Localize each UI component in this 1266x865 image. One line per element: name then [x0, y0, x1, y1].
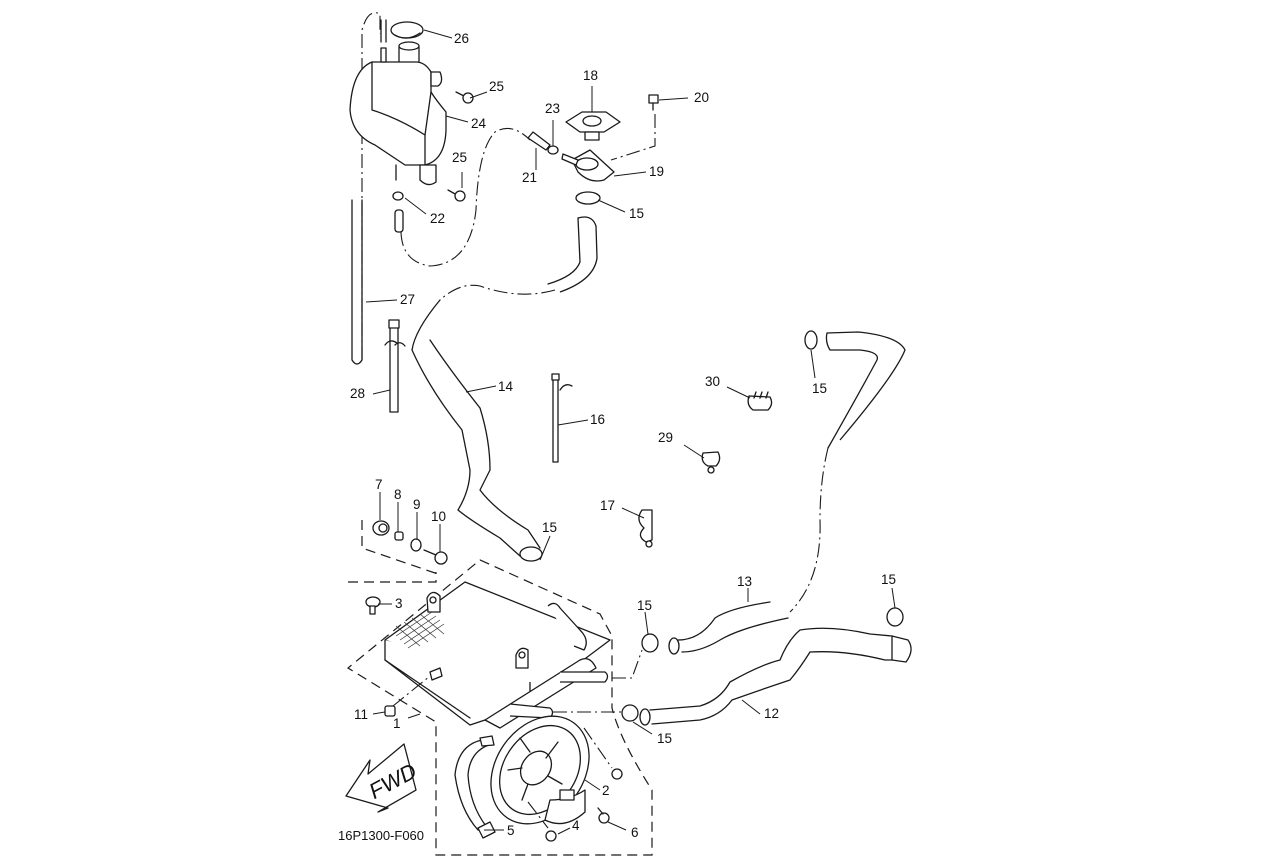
part-24-reservoir-tank	[349, 19, 447, 186]
callout-15-topright: 15	[812, 381, 827, 396]
part-14-radiator-hose	[411, 216, 598, 562]
callout-15-neck: 15	[629, 206, 644, 221]
part-26-reservoir-cap	[390, 21, 424, 39]
part-18-radiator-cap	[565, 111, 621, 141]
part-8-collar	[394, 531, 404, 541]
callout-15-hose14: 15	[542, 520, 557, 535]
callout-8: 8	[394, 487, 402, 502]
callout-22: 22	[430, 211, 445, 226]
callout-15-hose12-left: 15	[657, 731, 672, 746]
callout-17: 17	[600, 498, 615, 513]
part-12-radiator-hose	[639, 627, 912, 726]
hose-clamp-hose13	[641, 633, 659, 653]
callout-7: 7	[375, 477, 383, 492]
hose-clamp-top-right	[804, 330, 818, 350]
callout-15-hose13: 15	[637, 598, 652, 613]
callout-2: 2	[602, 783, 610, 798]
callout-25-lower: 25	[452, 150, 467, 165]
part-3-bolt	[365, 596, 381, 615]
part-2-fan-motor	[490, 715, 590, 825]
callout-6: 6	[631, 825, 639, 840]
callout-11: 11	[354, 707, 368, 722]
part-22-clamp	[392, 191, 404, 233]
callout-20: 20	[694, 90, 709, 105]
part-1-radiator	[384, 581, 611, 729]
part-29-clamp	[701, 451, 721, 474]
part-25-bolt-upper	[455, 91, 474, 104]
callout-14: 14	[498, 379, 514, 394]
part-9-washer	[410, 538, 422, 552]
callout-19: 19	[649, 164, 664, 179]
part-17-clamp	[638, 509, 653, 548]
part-23-clamp	[547, 145, 559, 155]
part-7-grommet	[372, 520, 390, 536]
callout-28: 28	[350, 386, 365, 401]
part-16-cable-tie	[551, 373, 573, 463]
callout-5: 5	[507, 823, 515, 838]
callout-30: 30	[705, 374, 720, 389]
hose-clamp-hose12-left	[621, 704, 639, 722]
part-13-radiator-hose	[668, 331, 906, 655]
callout-29: 29	[658, 430, 673, 445]
callout-24: 24	[471, 116, 487, 131]
part-25-bolt-lower	[447, 189, 466, 202]
callout-labels: 26 25 24 25 22 21 23 18 20 19 15 27 28 1…	[338, 31, 896, 843]
part-28-cable-tie	[384, 319, 406, 413]
part-4-screw	[527, 801, 557, 842]
hose-dashed-connections	[553, 649, 643, 713]
callout-16: 16	[590, 412, 605, 427]
callout-3: 3	[395, 596, 403, 611]
hose-clamp-hose12-right	[886, 607, 904, 627]
callout-25-upper: 25	[489, 79, 504, 94]
callout-12: 12	[764, 706, 779, 721]
leader-lines	[365, 29, 896, 835]
callout-23: 23	[545, 101, 560, 116]
part-10-bolt	[423, 549, 448, 565]
callout-26: 26	[454, 31, 469, 46]
drawing-code: 16P1300-F060	[338, 828, 424, 843]
radiator-assembly-boundary	[346, 520, 653, 856]
part-11-fitting	[384, 675, 431, 717]
callout-15-hose12-right: 15	[881, 572, 896, 587]
hose-clamp-under-neck	[575, 191, 601, 205]
part-27-breather-hose	[351, 12, 381, 365]
callout-27: 27	[400, 292, 415, 307]
part-19-filler-neck	[561, 149, 615, 182]
part-6-screw	[597, 807, 610, 824]
callout-13: 13	[737, 574, 752, 589]
fan-screw-upper	[583, 727, 623, 780]
callout-9: 9	[413, 497, 421, 512]
part-30-clamp	[747, 391, 773, 411]
part-21-hose	[400, 127, 551, 267]
part-20-bolt	[610, 94, 659, 161]
callout-10: 10	[431, 509, 446, 524]
callout-18: 18	[583, 68, 598, 83]
callout-1: 1	[393, 716, 401, 731]
part-5-bracket	[454, 735, 496, 839]
callout-21: 21	[522, 170, 537, 185]
fwd-direction-arrow: FWD	[345, 743, 421, 813]
callout-4: 4	[572, 818, 580, 833]
